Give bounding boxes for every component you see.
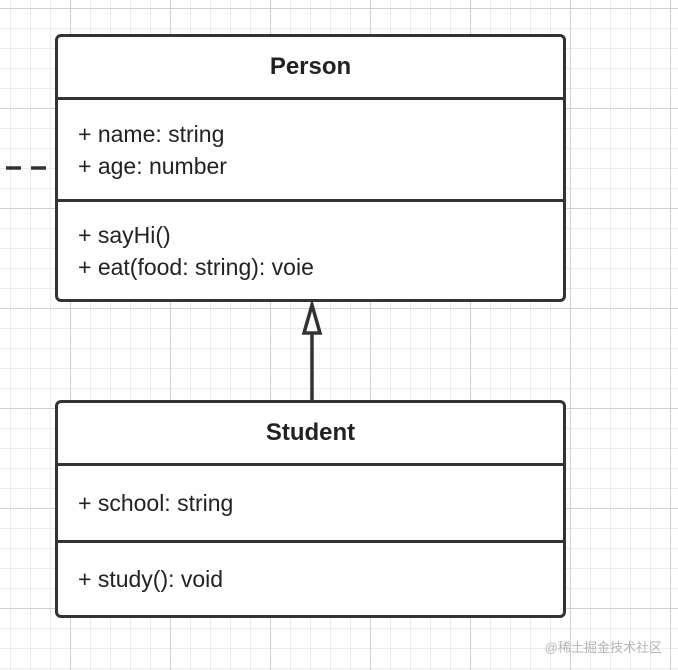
method: + eat(food: string): voie <box>78 253 314 280</box>
methods-section: + sayHi() + eat(food: string): voie <box>58 199 563 299</box>
methods-section: + study(): void <box>58 540 563 615</box>
attribute: + age: number <box>78 152 227 179</box>
attributes-section: + name: string + age: number <box>58 97 563 199</box>
method: + study(): void <box>78 566 224 592</box>
class-name: Person <box>269 53 352 80</box>
watermark: @稀土掘金技术社区 <box>544 640 662 655</box>
class-person[interactable]: Person + name: string + age: number + sa… <box>55 34 566 302</box>
attributes-section: + school: string <box>58 463 563 540</box>
attribute: + name: string <box>78 120 225 147</box>
attribute: + school: string <box>78 490 234 516</box>
class-name: Student <box>265 419 356 446</box>
class-student[interactable]: Student + school: string + study(): void <box>55 400 566 618</box>
method: + sayHi() <box>78 221 171 248</box>
inheritance-arrowhead <box>301 298 323 335</box>
